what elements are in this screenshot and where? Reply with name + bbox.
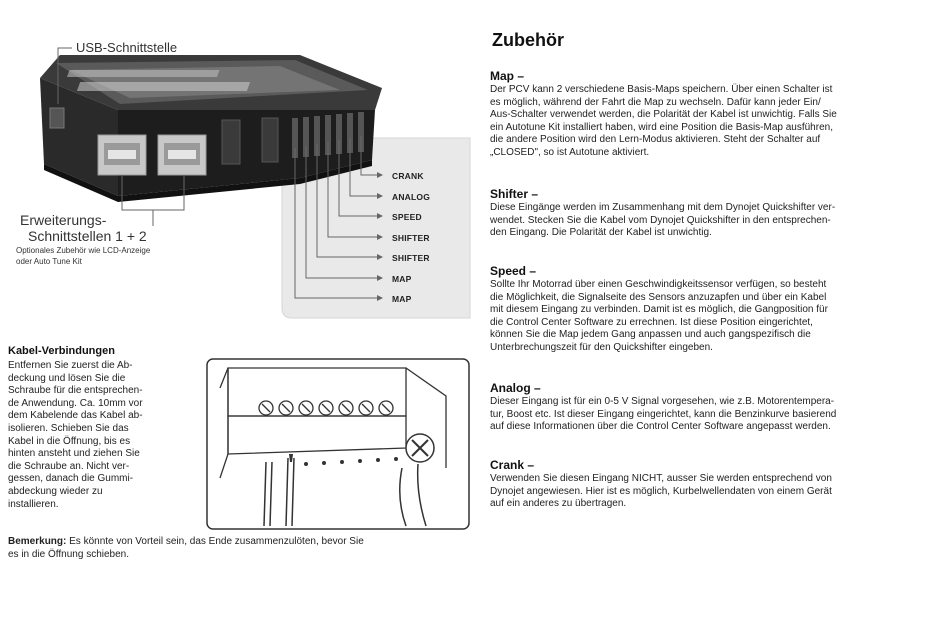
body-line: dem Kabelende das Kabel ab- xyxy=(8,410,143,422)
section-line: „CLOSED", so ist Autotune aktiviert. xyxy=(490,146,650,158)
body-line: hinten ansteht und ziehen Sie xyxy=(8,448,140,460)
pin-label-shifter-2: SHIFTER xyxy=(392,253,430,263)
section-line: Diese Eingänge werden im Zusammenhang mi… xyxy=(490,202,836,213)
section-line: den Eingang. Die Polarität der Kabel ist… xyxy=(490,227,712,239)
expansion-label-line2: Schnittstellen 1 + 2 xyxy=(28,228,147,244)
section-line: Der PCV kann 2 verschiedene Basis-Maps s… xyxy=(490,84,833,95)
section-title: Analog – xyxy=(490,381,541,395)
body-line: die Schraube an. Nicht ver- xyxy=(8,460,130,472)
section-crank: Crank – Verwenden Sie diesen Eingang NIC… xyxy=(490,458,940,511)
section-line: können Sie die Map jedem Gang anpassen u… xyxy=(490,329,811,341)
accessories-heading: Zubehör xyxy=(492,30,564,50)
section-title: Crank – xyxy=(490,458,535,472)
body-line: deckung und lösen Sie die xyxy=(8,372,126,384)
wiring-illustration xyxy=(206,358,470,530)
pin-label-shifter-1: SHIFTER xyxy=(392,233,430,243)
section-line: Unterbrechungszeit für den Quickshifter … xyxy=(490,341,713,353)
body-line: Schraube für die entsprechen- xyxy=(8,385,143,397)
pin-label-map-1: MAP xyxy=(392,274,412,284)
section-line: Dynojet angewiesen. Hier ist es möglich,… xyxy=(490,485,832,497)
section-line: die Möglichkeit, die Signalseite des Sen… xyxy=(490,291,827,303)
cable-connections-body: Entfernen Sie zuerst die Ab- deckung und… xyxy=(8,360,198,511)
section-title: Speed – xyxy=(490,264,537,278)
usb-label: USB-Schnittstelle xyxy=(76,40,178,55)
body-line: abdeckung wieder zu xyxy=(8,485,103,497)
section-title: Shifter – xyxy=(490,187,539,201)
section-line: auf ein anderes zu übertragen. xyxy=(490,498,627,510)
pin-label-map-2: MAP xyxy=(392,294,412,304)
expansion-note-line2: oder Auto Tune Kit xyxy=(16,257,82,266)
section-line: tur, Boost etc. Ist dieser Eingang einge… xyxy=(490,408,837,420)
body-line: installieren. xyxy=(8,498,59,510)
section-line: Aus-Schalter verwendet werden, die Polar… xyxy=(490,109,837,121)
pin-label-crank: CRANK xyxy=(392,171,424,181)
section-line: ein Autotune Kit installiert haben, wird… xyxy=(490,121,833,133)
section-line: wendet. Stecken Sie die Kabel vom Dynoje… xyxy=(490,214,831,226)
expansion-label-line1: Erweiterungs- xyxy=(20,212,107,228)
section-title: Map – xyxy=(490,69,525,83)
pin-label-analog: ANALOG xyxy=(392,192,431,202)
section-map: Map – Der PCV kann 2 verschiedene Basis-… xyxy=(490,69,940,160)
section-line: die andere Position wird den Lern-Modus … xyxy=(490,134,821,146)
body-line: Entfernen Sie zuerst die Ab- xyxy=(8,360,133,371)
body-line: isolieren. Schieben Sie das xyxy=(8,422,129,434)
remark-line1: Bemerkung: Es könnte von Vorteil sein, d… xyxy=(8,536,364,549)
section-line: Sollte Ihr Motorrad über einen Geschwind… xyxy=(490,279,827,290)
section-line: die Control Center Software zu errechnen… xyxy=(490,316,813,328)
section-line: es möglich, während der Fahrt die Map zu… xyxy=(490,96,821,108)
pin-label-speed: SPEED xyxy=(392,212,422,222)
body-line: Kabel in die Öffnung, bis es xyxy=(8,435,131,447)
section-line: Verwenden Sie diesen Eingang NICHT, auss… xyxy=(490,473,832,484)
section-line: auf diese Informationen über die Control… xyxy=(490,421,831,433)
body-line: de Anwendung. Ca. 10mm vor xyxy=(8,397,143,409)
section-line: Dieser Eingang ist für ein 0-5 V Signal … xyxy=(490,396,835,407)
section-shifter: Shifter – Diese Eingänge werden im Zusam… xyxy=(490,187,940,240)
remark-text: Es könnte von Vorteil sein, das Ende zus… xyxy=(66,536,364,547)
body-line: gessen, danach die Gummi- xyxy=(8,473,134,485)
device-diagram xyxy=(40,47,471,319)
cable-connections-title: Kabel-Verbindungen xyxy=(8,345,115,357)
remark-label: Bemerkung: xyxy=(8,536,67,547)
section-speed: Speed – Sollte Ihr Motorrad über einen G… xyxy=(490,264,940,355)
expansion-note-line1: Optionales Zubehör wie LCD-Anzeige xyxy=(16,246,151,255)
remark-line2: es in die Öffnung schieben. xyxy=(8,549,130,560)
section-analog: Analog – Dieser Eingang ist für ein 0-5 … xyxy=(490,381,940,434)
section-line: mit diesem Eingang zu verbinden. Damit i… xyxy=(490,304,828,316)
